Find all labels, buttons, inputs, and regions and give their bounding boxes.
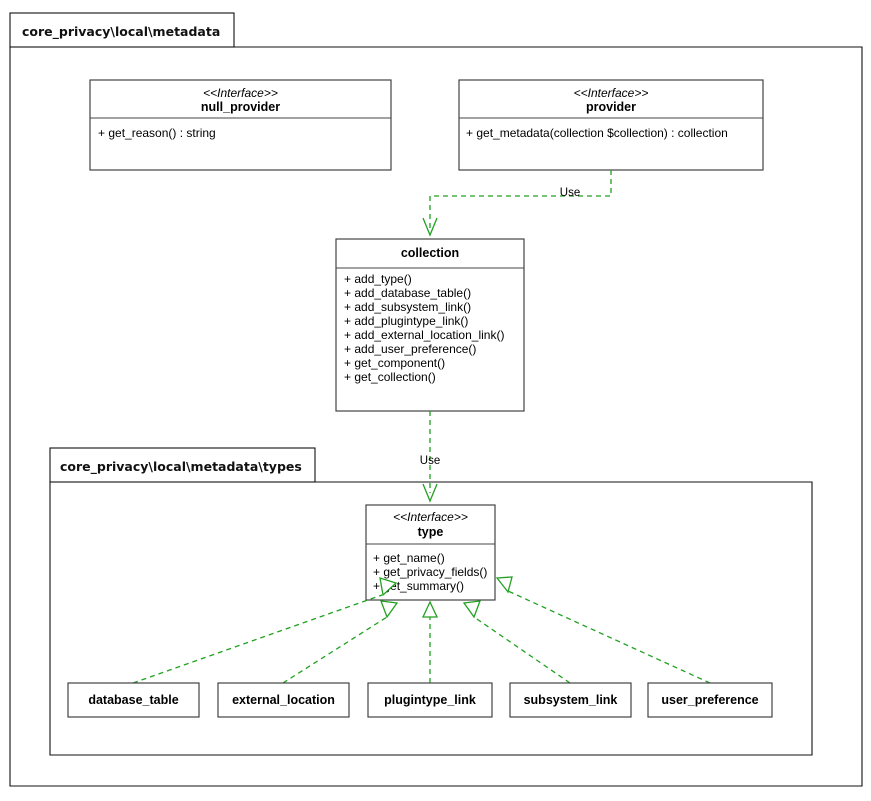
class-null-provider-member-0: + get_reason() : string [98, 126, 216, 140]
outer-package-label: core_privacy\local\metadata [22, 24, 220, 40]
class-user-preference[interactable]: user_preference [647, 682, 773, 718]
class-collection-member-0: + add_type() [344, 272, 412, 286]
class-collection-member-7: + get_collection() [344, 370, 436, 384]
class-plugintype-link-name: plugintype_link [384, 693, 476, 707]
relation-database-table-realizes-type-arrowhead [379, 577, 398, 597]
relation-provider-uses-collection-label: Use [560, 187, 580, 199]
class-collection-member-6: + get_component() [344, 356, 445, 370]
relation-provider-uses-collection: Use [422, 170, 612, 237]
class-external-location[interactable]: external_location [217, 682, 350, 718]
class-plugintype-link-box [367, 682, 493, 718]
relation-external-location-realizes-type-line [282, 616, 388, 684]
relation-provider-uses-collection-arrowhead [422, 217, 438, 237]
class-type-member-0: + get_name() [373, 551, 445, 565]
outer-package-tab [9, 12, 235, 48]
relation-user-preference-realizes-type-line [507, 590, 711, 684]
relation-provider-uses-collection-line [429, 170, 612, 228]
relation-database-table-realizes-type-line [132, 594, 383, 684]
class-external-location-box [217, 682, 350, 718]
class-null-provider-stereotype: <<Interface>> [203, 86, 278, 100]
class-collection-member-5: + add_user_preference() [344, 342, 476, 356]
relation-plugintype-link-realizes-type-arrowhead [421, 600, 439, 618]
class-database-table-box [67, 682, 200, 718]
class-database-table[interactable]: database_table [67, 682, 200, 718]
relation-user-preference-realizes-type [495, 576, 711, 684]
class-provider-stereotype: <<Interface>> [574, 86, 649, 100]
class-null-provider[interactable]: <<Interface>> null_provider + get_reason… [89, 79, 392, 171]
class-collection-member-2: + add_subsystem_link() [344, 300, 471, 314]
class-type-stereotype: <<Interface>> [393, 510, 468, 524]
class-user-preference-name: user_preference [661, 693, 758, 707]
outer-package: core_privacy\local\metadata [9, 12, 863, 787]
class-collection-name: collection [401, 246, 459, 260]
class-collection[interactable]: collection + add_type() + add_database_t… [335, 238, 525, 412]
class-database-table-name: database_table [88, 693, 178, 707]
class-provider-box [458, 79, 764, 171]
relation-subsystem-link-realizes-type [462, 600, 571, 684]
class-provider[interactable]: <<Interface>> provider + get_metadata(co… [458, 79, 764, 171]
class-plugintype-link[interactable]: plugintype_link [367, 682, 493, 718]
class-subsystem-link-box [509, 682, 632, 718]
relation-external-location-realizes-type [282, 600, 399, 684]
relation-database-table-realizes-type [132, 577, 398, 684]
class-provider-member-0: + get_metadata(collection $collection) :… [466, 126, 728, 140]
relation-external-location-realizes-type-arrowhead [380, 600, 399, 619]
inner-package-tab [49, 447, 316, 483]
inner-package-label: core_privacy\local\metadata\types [60, 459, 302, 475]
relation-collection-uses-type: Use [420, 411, 440, 503]
relation-collection-uses-type-arrowhead [422, 483, 438, 503]
relation-collection-uses-type-label: Use [420, 455, 440, 467]
inner-package: core_privacy\local\metadata\types [49, 447, 813, 756]
relation-subsystem-link-realizes-type-arrowhead [462, 600, 481, 619]
class-collection-member-4: + add_external_location_link() [344, 328, 504, 342]
class-collection-member-3: + add_plugintype_link() [344, 314, 468, 328]
class-external-location-name: external_location [232, 693, 335, 707]
class-null-provider-name: null_provider [201, 100, 280, 114]
class-collection-member-1: + add_database_table() [344, 286, 471, 300]
class-subsystem-link[interactable]: subsystem_link [509, 682, 632, 718]
class-provider-name: provider [586, 100, 636, 114]
class-null-provider-box [89, 79, 392, 171]
relation-plugintype-link-realizes-type [421, 600, 439, 683]
class-type-name: type [418, 525, 444, 539]
relation-subsystem-link-realizes-type-line [473, 616, 571, 684]
class-subsystem-link-name: subsystem_link [524, 693, 618, 707]
class-type-member-1: + get_privacy_fields() [373, 565, 487, 579]
relation-user-preference-realizes-type-arrowhead [495, 576, 513, 594]
inner-package-frame [49, 481, 813, 756]
class-user-preference-box [647, 682, 773, 718]
